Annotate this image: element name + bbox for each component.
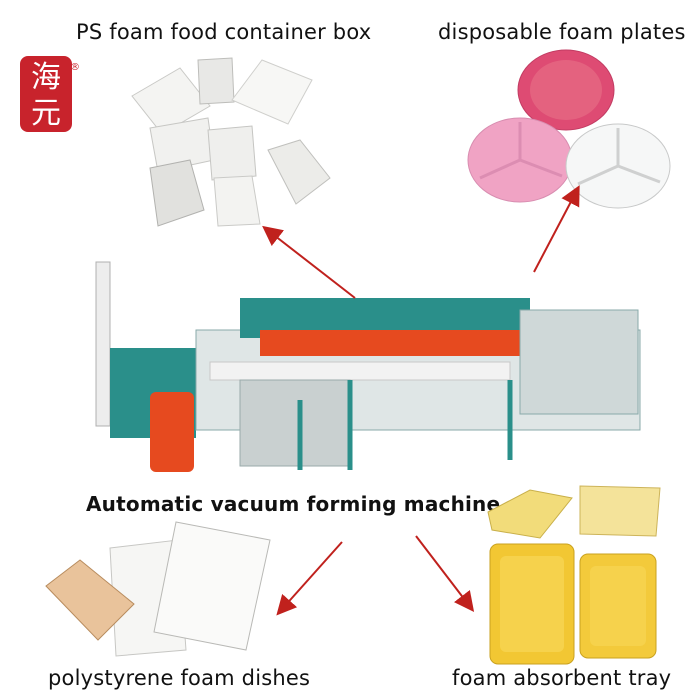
foam-container-boxes-photo (131, 57, 331, 227)
absorbent-trays-photo (487, 485, 661, 665)
foam-plates-photo (467, 49, 671, 209)
flow-arrows (262, 185, 580, 616)
label-vacuum-forming-machine: Automatic vacuum forming machine (86, 492, 501, 516)
label-polystyrene-foam-dishes: polystyrene foam dishes (48, 666, 311, 690)
registered-mark: ® (70, 62, 80, 73)
arrow-to-container-box (262, 225, 356, 299)
vacuum-forming-machine-photo (95, 261, 641, 472)
brand-logo-text: 海元 (31, 60, 61, 131)
label-disposable-foam-plates: disposable foam plates (438, 20, 686, 44)
polystyrene-dishes-photo (45, 521, 271, 657)
label-ps-foam-container-box: PS foam food container box (76, 20, 372, 44)
arrow-to-absorbent-tray (415, 535, 475, 612)
arrow-to-foam-dishes (276, 541, 343, 616)
brand-logo: 海元 ® (20, 56, 80, 132)
label-foam-absorbent-tray: foam absorbent tray (452, 666, 672, 690)
arrow-to-foam-plates (533, 185, 580, 273)
